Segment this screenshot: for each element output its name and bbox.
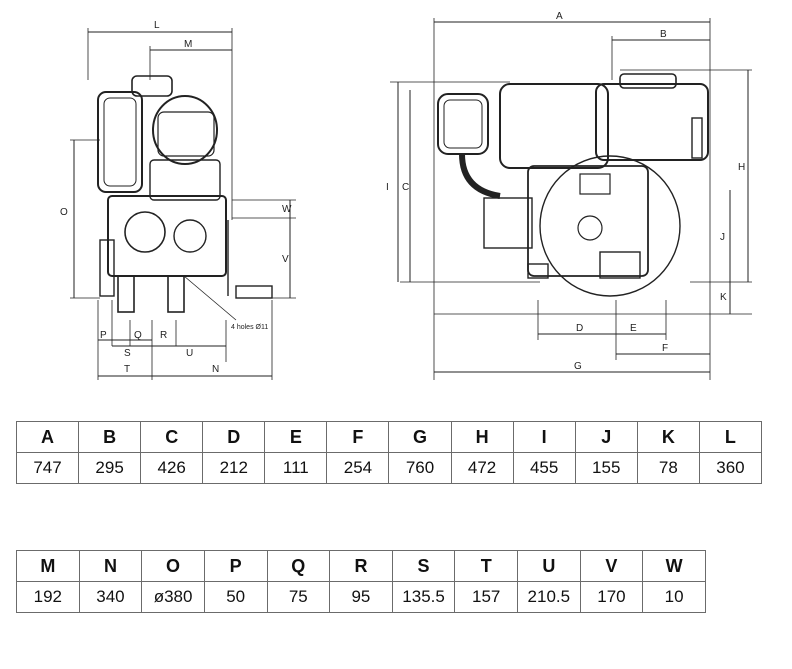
label-C: C (402, 182, 409, 193)
value-O: ø380 (141, 581, 205, 613)
value-P: 50 (203, 581, 268, 613)
label-K: K (720, 292, 727, 303)
header-V: V (579, 550, 644, 582)
header-K: K (636, 421, 700, 453)
value-S: 135.5 (391, 581, 456, 613)
value-L: 360 (698, 452, 763, 484)
value-E: 111 (264, 452, 328, 484)
value-R: 95 (329, 581, 393, 613)
label-V: V (282, 254, 289, 265)
value-G: 760 (388, 452, 452, 484)
header-C: C (140, 421, 204, 453)
header-D: D (202, 421, 266, 453)
engine-dimension-drawing: L M O W V P Q R S U T N 4 holes Ø11 (60, 11, 752, 380)
front-view (390, 18, 752, 380)
dimension-table-2: M N O P Q R S T U V W 192 340 ø380 50 75… (16, 550, 706, 613)
label-F: F (662, 343, 668, 354)
header-A: A (15, 421, 80, 453)
value-H: 472 (450, 452, 514, 484)
value-T: 157 (454, 581, 518, 613)
label-B: B (660, 29, 667, 40)
label-L: L (154, 20, 160, 31)
value-W: 10 (642, 581, 706, 613)
value-A: 747 (15, 452, 80, 484)
table1-value-row: 747 295 426 212 111 254 760 472 455 155 … (15, 452, 763, 484)
label-A: A (556, 11, 563, 22)
label-P: P (100, 330, 107, 341)
header-P: P (203, 550, 268, 582)
value-M: 192 (16, 581, 80, 613)
label-S: S (124, 348, 131, 359)
header-O: O (141, 550, 205, 582)
label-R: R (160, 330, 167, 341)
table2-header-row: M N O P Q R S T U V W (16, 550, 706, 582)
front-view-labels: A B I C H J K D E F G (386, 11, 745, 372)
header-W: W (642, 550, 706, 582)
label-O: O (60, 207, 68, 218)
label-U: U (186, 348, 193, 359)
label-D: D (576, 323, 583, 334)
header-U: U (517, 550, 581, 582)
label-H: H (738, 162, 745, 173)
header-H: H (450, 421, 514, 453)
value-F: 254 (326, 452, 390, 484)
value-B: 295 (78, 452, 142, 484)
header-F: F (326, 421, 390, 453)
value-J: 155 (574, 452, 638, 484)
value-Q: 75 (266, 581, 331, 613)
header-Q: Q (266, 550, 331, 582)
label-E: E (630, 323, 637, 334)
table2-value-row: 192 340 ø380 50 75 95 135.5 157 210.5 17… (16, 581, 706, 613)
label-T: T (124, 364, 130, 375)
header-B: B (78, 421, 142, 453)
side-view (70, 28, 296, 380)
label-I: I (386, 182, 389, 193)
header-N: N (78, 550, 143, 582)
label-M: M (184, 39, 192, 50)
label-G: G (574, 361, 582, 372)
header-G: G (388, 421, 452, 453)
header-T: T (454, 550, 518, 582)
value-K: 78 (636, 452, 700, 484)
table1-header-row: A B C D E F G H I J K L (15, 421, 763, 453)
value-U: 210.5 (517, 581, 581, 613)
header-J: J (574, 421, 638, 453)
label-N: N (212, 364, 219, 375)
value-N: 340 (78, 581, 143, 613)
header-M: M (16, 550, 80, 582)
value-V: 170 (579, 581, 644, 613)
hole-note: 4 holes Ø11 (231, 324, 268, 331)
header-R: R (329, 550, 393, 582)
side-view-labels: L M O W V P Q R S U T N 4 holes Ø11 (60, 20, 292, 375)
header-E: E (264, 421, 328, 453)
header-S: S (391, 550, 456, 582)
label-W: W (282, 204, 292, 215)
value-C: 426 (140, 452, 204, 484)
value-I: 455 (512, 452, 576, 484)
header-I: I (512, 421, 576, 453)
header-L: L (698, 421, 763, 453)
label-J: J (720, 232, 725, 243)
dimension-table-1: A B C D E F G H I J K L 747 295 426 212 … (15, 421, 763, 484)
label-Q: Q (134, 330, 142, 341)
value-D: 212 (202, 452, 266, 484)
